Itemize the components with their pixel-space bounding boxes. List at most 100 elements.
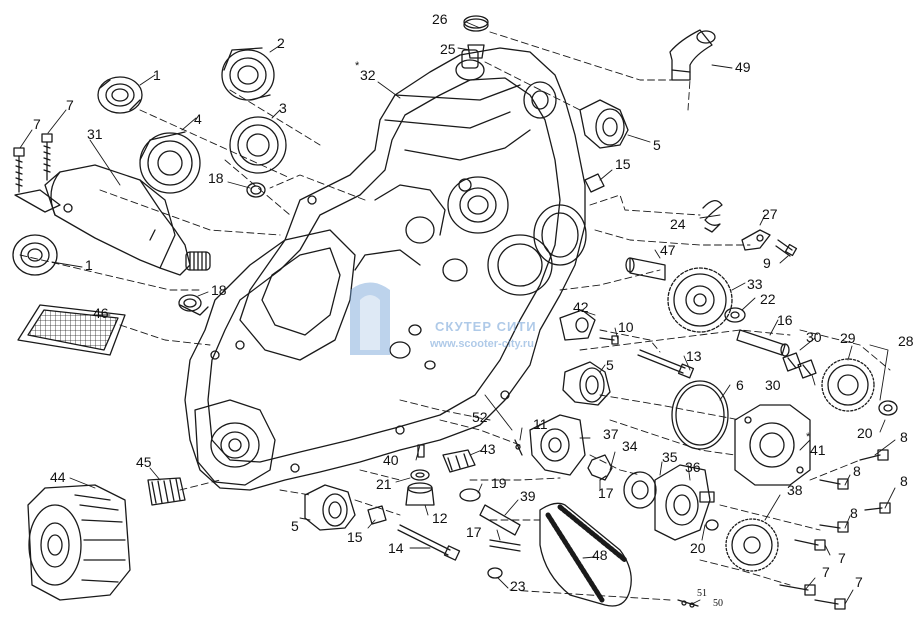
dowel-pin-18-bottom: [178, 294, 209, 316]
callout-7: 7: [66, 97, 74, 113]
callout-41-asterisk: *: [806, 431, 811, 443]
crankcase-bores: [389, 49, 587, 370]
callout-8: 8: [853, 463, 861, 479]
oil-strainer: [17, 304, 126, 356]
bearing-2: [221, 47, 275, 101]
callout-23: 23: [510, 578, 526, 594]
oil-pump-36: [654, 464, 715, 541]
callout-12: 12: [432, 510, 448, 526]
callout-37: 37: [603, 426, 619, 442]
callout-39: 39: [520, 488, 536, 504]
bearing-1-top: [97, 76, 143, 114]
pump-body-37: [529, 414, 586, 476]
callout-6: 6: [736, 377, 744, 393]
guide-lines: [19, 31, 891, 601]
watermark-logo-icon: [350, 282, 390, 355]
callout-30: 30: [806, 329, 822, 345]
callout-24: 24: [670, 216, 686, 232]
callout-41: 41: [810, 442, 826, 458]
needle-bearing-30: [782, 352, 817, 379]
callout-43: 43: [480, 441, 496, 457]
callout-15: 15: [615, 156, 631, 172]
callout-5: 5: [653, 137, 661, 153]
callout-35: 35: [662, 449, 678, 465]
callout-22: 22: [760, 291, 776, 307]
drive-chain-48: [539, 502, 632, 607]
washer-22: [724, 307, 746, 323]
watermark-url: www.scooter-city.ru: [430, 338, 534, 350]
o-ring-6: [671, 380, 729, 450]
callout-26: 26: [432, 11, 448, 27]
callout-19: 19: [491, 475, 507, 491]
dowel-pin-18-top: [246, 182, 266, 198]
bolt-9: [775, 239, 798, 257]
callout-45: 45: [136, 454, 152, 470]
callout-20: 20: [857, 425, 873, 441]
bolt-13: [637, 349, 695, 379]
starter-motor: [14, 164, 211, 276]
oil-filter: [27, 484, 131, 601]
inner-rotor-34: [587, 454, 613, 481]
rotor-35: [623, 471, 657, 509]
spring-24: [702, 200, 723, 233]
callout-13: 13: [686, 348, 702, 364]
crankcase-half: [184, 47, 586, 491]
pin-40: [417, 444, 425, 458]
callout-42: 42: [573, 299, 589, 315]
gear-29: [821, 358, 875, 412]
oil-filter-nipple-45: [147, 477, 186, 506]
plate-27: [741, 229, 771, 251]
callout-10: 10: [618, 319, 634, 335]
callout-21: 21: [376, 476, 392, 492]
washer-19: [459, 488, 481, 502]
fitting-43: [442, 449, 476, 473]
shaft-39: [479, 504, 521, 536]
callout-20: 20: [690, 540, 706, 556]
gear-33: [667, 267, 733, 333]
washer-21: [410, 469, 430, 481]
dowel-15-bottom: [367, 505, 387, 525]
callout-29: 29: [840, 330, 856, 346]
callout-28: 28: [898, 333, 914, 349]
callout-9: 9: [763, 255, 771, 271]
callout-2: 2: [277, 35, 285, 51]
callout-46: 46: [93, 305, 109, 321]
callout-7: 7: [33, 116, 41, 132]
callout-52: 52: [472, 409, 488, 425]
pin-17-right: [599, 475, 607, 481]
callout-18: 18: [211, 282, 227, 298]
dowel-15-top: [584, 173, 605, 193]
callout-16: 16: [777, 312, 793, 328]
callout-14: 14: [388, 540, 404, 556]
screw-50-51: [677, 599, 699, 608]
callout-15: 15: [347, 529, 363, 545]
shaft-47: [625, 257, 666, 281]
bearing-3: [229, 116, 287, 174]
callout-7: 7: [822, 564, 830, 580]
callout-48: 48: [592, 547, 608, 563]
pin-11: [514, 439, 523, 456]
bushing-5-middle: [562, 361, 611, 406]
callout-8: 8: [850, 505, 858, 521]
callout-38: 38: [787, 482, 803, 498]
bushing-5-bottom: [304, 484, 356, 531]
callout-31: 31: [87, 126, 103, 142]
callout-7: 7: [838, 550, 846, 566]
callout-30: 30: [765, 377, 781, 393]
bolts-8: [819, 449, 891, 533]
callout-49: 49: [735, 59, 751, 75]
fitting-42: [559, 309, 596, 341]
leader-lines: [19, 21, 896, 606]
callout-8: 8: [900, 473, 908, 489]
breather-hose-49: [669, 29, 716, 81]
callout-50: 50: [713, 598, 723, 609]
callout-44: 44: [50, 469, 66, 485]
starter-bolts: [13, 133, 53, 193]
clip-23: [487, 567, 503, 579]
bushing-5-top: [579, 99, 629, 149]
shaft-16: [736, 329, 790, 357]
callout-36: 36: [685, 459, 701, 475]
bolt-14: [397, 524, 461, 561]
